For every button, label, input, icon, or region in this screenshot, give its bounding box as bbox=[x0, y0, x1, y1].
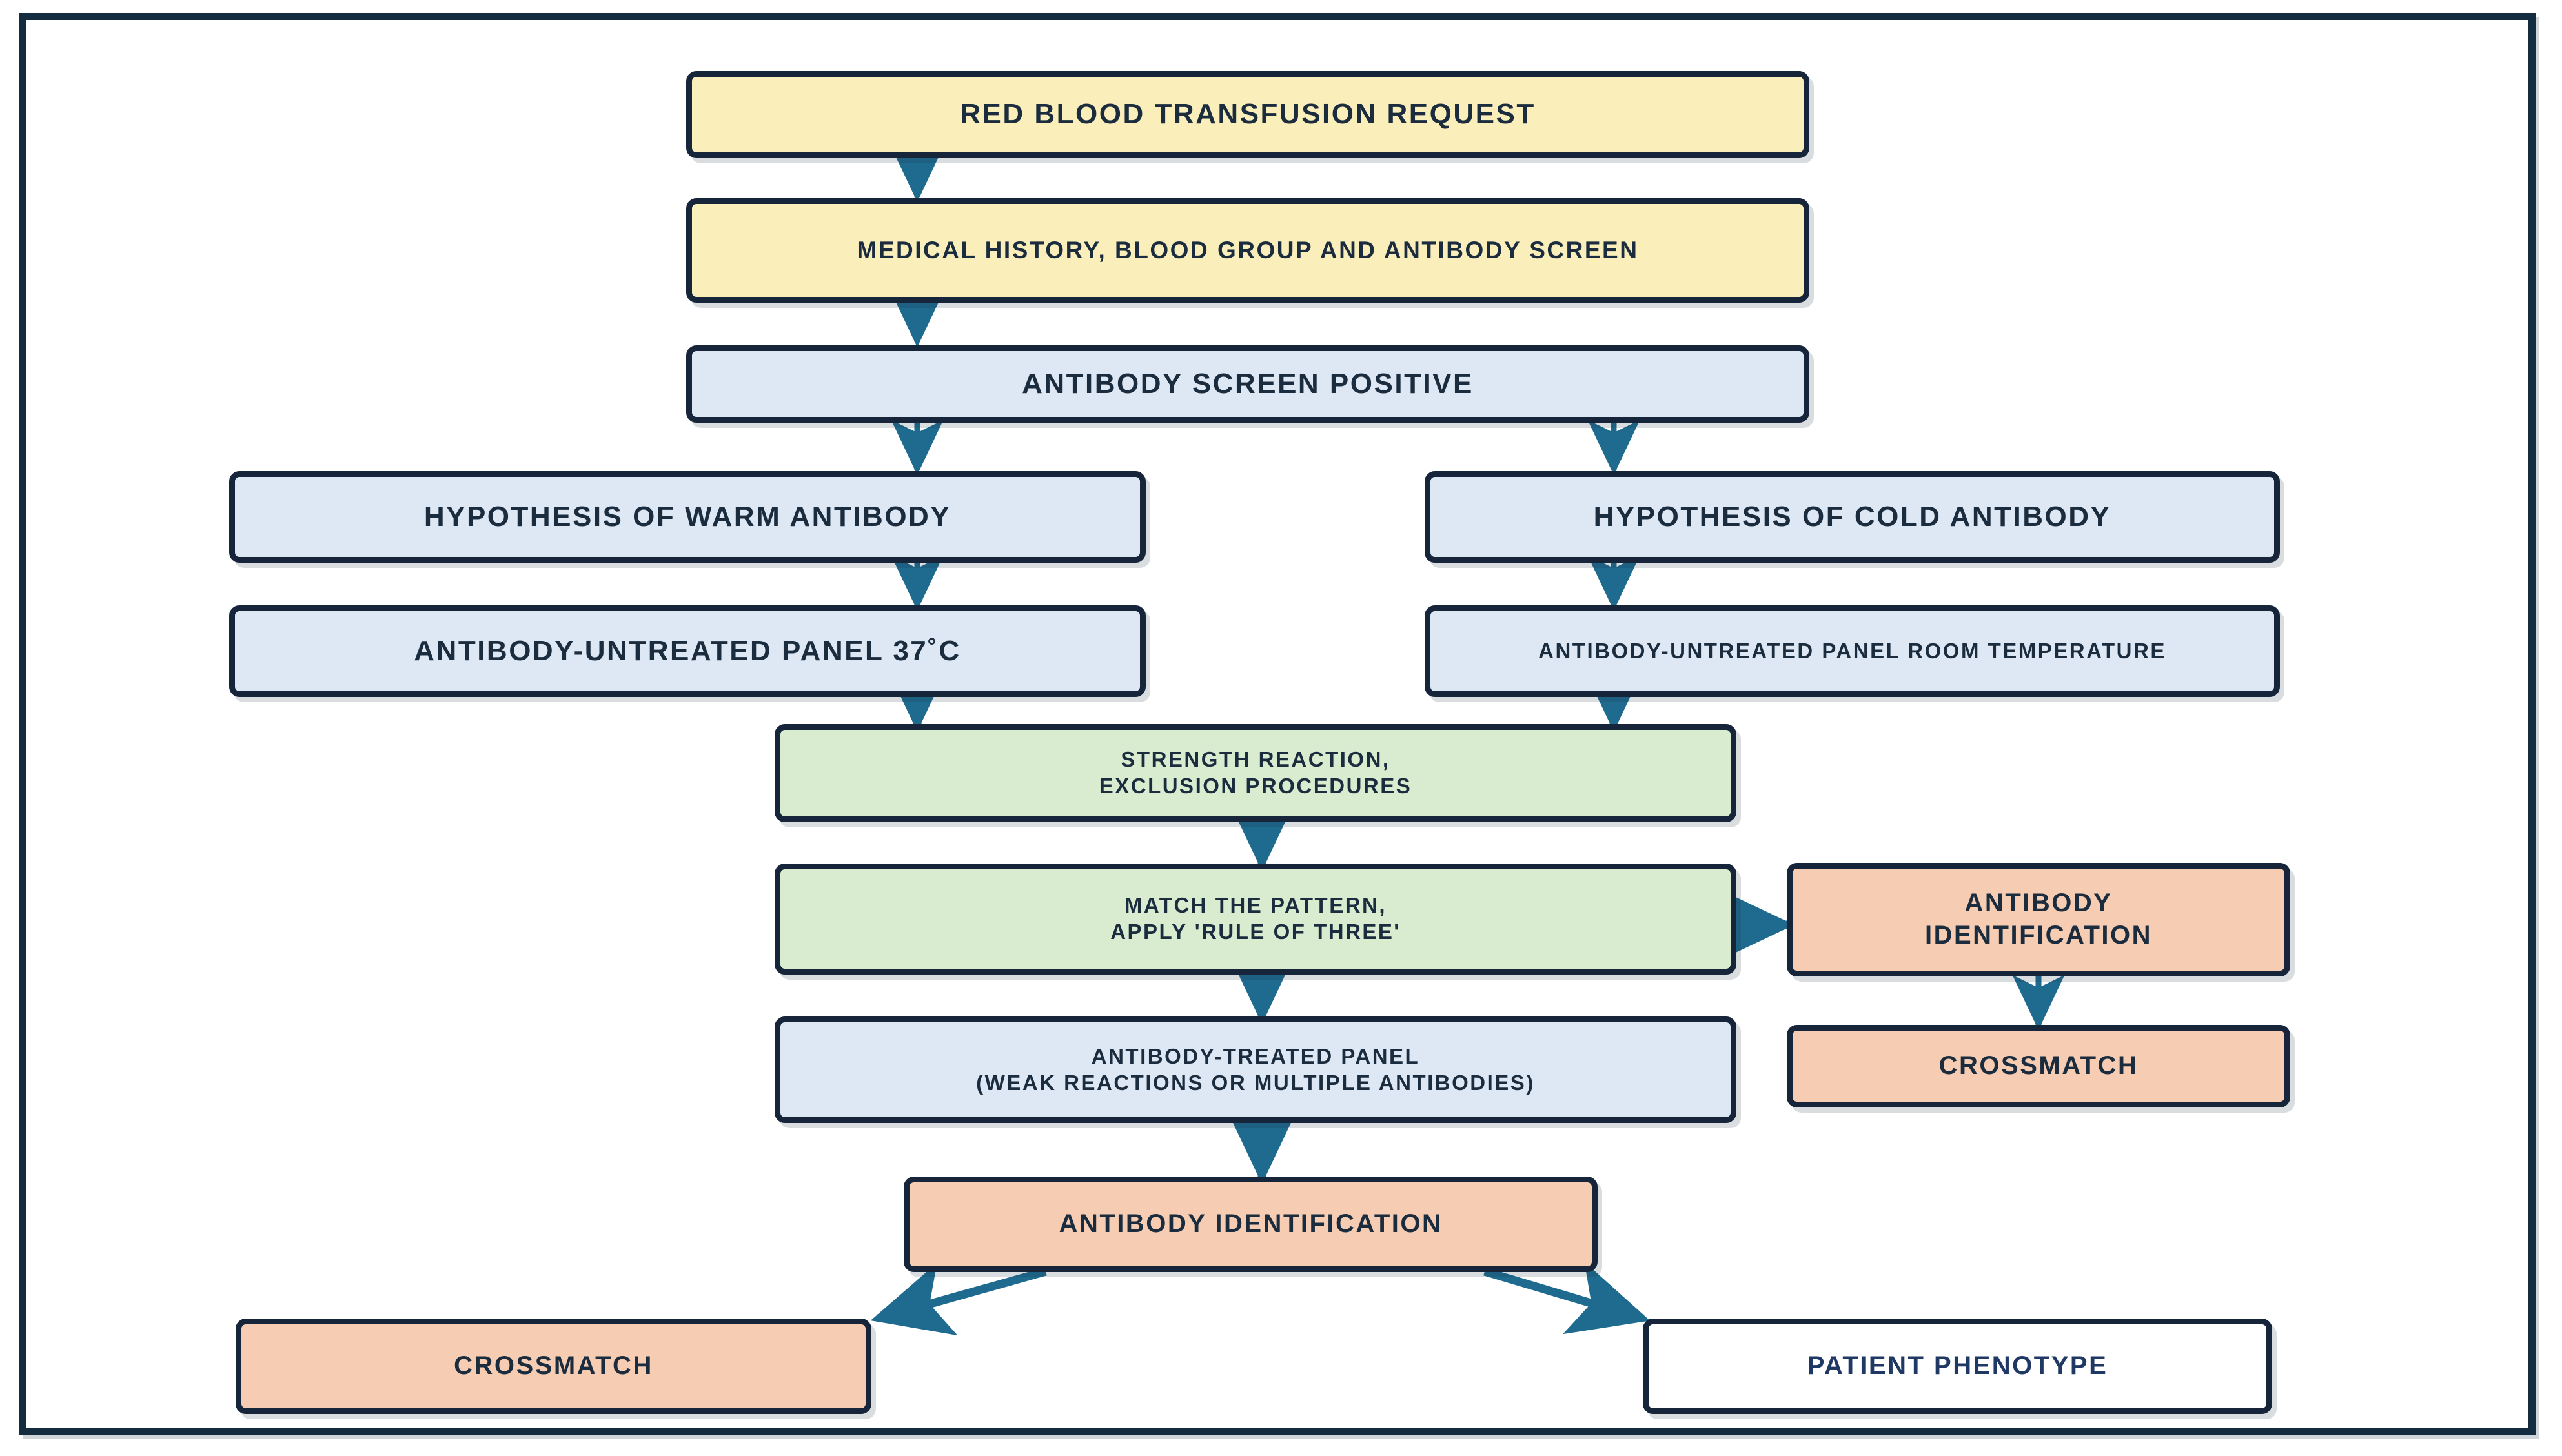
node-antibody-identification-right[interactable]: ANTIBODY IDENTIFICATION bbox=[1787, 863, 2290, 976]
node-antibody-screen-positive[interactable]: ANTIBODY SCREEN POSITIVE bbox=[686, 345, 1809, 423]
node-untreated-panel-room-temperature[interactable]: ANTIBODY-UNTREATED PANEL ROOM TEMPERATUR… bbox=[1425, 605, 2280, 697]
node-transfusion-request[interactable]: RED BLOOD TRANSFUSION REQUEST bbox=[686, 71, 1809, 158]
node-patient-phenotype[interactable]: PATIENT PHENOTYPE bbox=[1643, 1319, 2272, 1414]
node-match-pattern-rule-of-three[interactable]: MATCH THE PATTERN, APPLY 'RULE OF THREE' bbox=[775, 864, 1736, 975]
node-strength-reaction-exclusion[interactable]: STRENGTH REACTION, EXCLUSION PROCEDURES bbox=[775, 724, 1736, 822]
node-hypothesis-warm-antibody[interactable]: HYPOTHESIS OF WARM ANTIBODY bbox=[229, 471, 1146, 563]
node-medical-history[interactable]: MEDICAL HISTORY, BLOOD GROUP AND ANTIBOD… bbox=[686, 198, 1809, 303]
node-antibody-identification-bottom[interactable]: ANTIBODY IDENTIFICATION bbox=[904, 1177, 1598, 1272]
node-crossmatch-bottom[interactable]: CROSSMATCH bbox=[236, 1319, 871, 1414]
node-antibody-treated-panel[interactable]: ANTIBODY-TREATED PANEL (WEAK REACTIONS O… bbox=[775, 1016, 1736, 1123]
node-untreated-panel-37c[interactable]: ANTIBODY-UNTREATED PANEL 37˚C bbox=[229, 605, 1146, 697]
node-crossmatch-right[interactable]: CROSSMATCH bbox=[1787, 1025, 2290, 1107]
node-hypothesis-cold-antibody[interactable]: HYPOTHESIS OF COLD ANTIBODY bbox=[1425, 471, 2280, 563]
